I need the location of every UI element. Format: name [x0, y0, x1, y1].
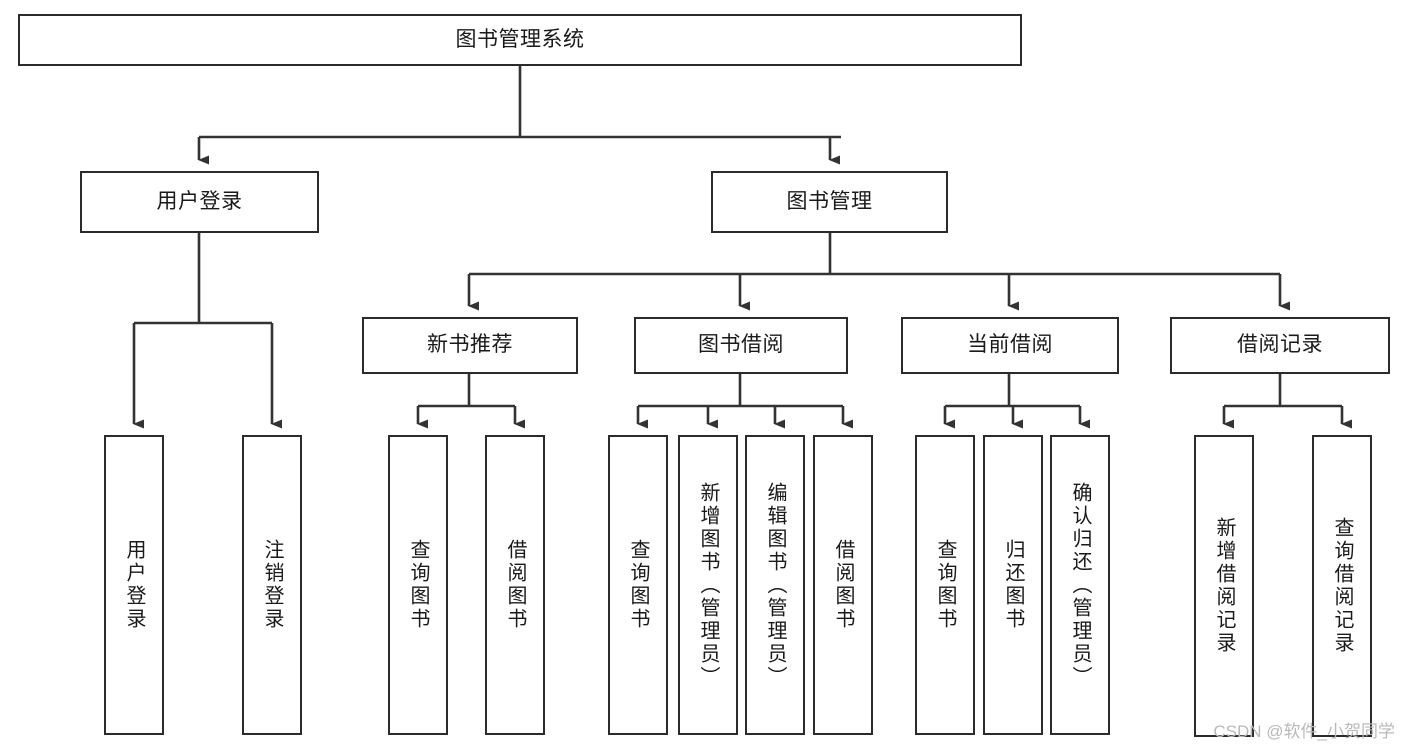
node-current-borrow[interactable]: 当前借阅 [901, 317, 1119, 374]
node-leaf-return-book-label: 归还图书 [1002, 539, 1024, 631]
node-leaf-borrow-book-label: 借阅图书 [832, 539, 854, 631]
node-leaf-query-record[interactable]: 查询借阅记录 [1312, 435, 1372, 737]
node-borrow-record-label: 借阅记录 [1237, 333, 1323, 357]
node-new-book-recommend[interactable]: 新书推荐 [362, 317, 578, 374]
node-leaf-logout-label: 注销登录 [261, 539, 283, 631]
node-leaf-user-login-label: 用户登录 [123, 539, 145, 631]
node-leaf-query-book-current-label: 查询图书 [934, 539, 956, 631]
node-user-login[interactable]: 用户登录 [80, 171, 319, 233]
node-book-borrow[interactable]: 图书借阅 [634, 317, 848, 374]
node-leaf-confirm-return-label: 确认归还（管理员） [1069, 481, 1091, 689]
node-leaf-query-book-borrow-label: 查询图书 [627, 539, 649, 631]
node-leaf-user-login[interactable]: 用户登录 [104, 435, 164, 735]
node-leaf-query-book-borrow[interactable]: 查询图书 [608, 435, 668, 735]
node-leaf-edit-book[interactable]: 编辑图书（管理员） [745, 435, 805, 735]
node-leaf-confirm-return[interactable]: 确认归还（管理员） [1050, 435, 1110, 735]
node-leaf-borrow-book-recommend[interactable]: 借阅图书 [485, 435, 545, 735]
node-book-management-label: 图书管理 [786, 189, 873, 213]
node-user-login-label: 用户登录 [156, 189, 243, 213]
node-leaf-edit-book-label: 编辑图书（管理员） [764, 481, 786, 689]
watermark-text: CSDN @软件_小贺同学 [1213, 722, 1395, 741]
node-leaf-query-book-recommend-label: 查询图书 [407, 539, 429, 631]
node-borrow-record[interactable]: 借阅记录 [1170, 317, 1390, 374]
node-leaf-add-record[interactable]: 新增借阅记录 [1194, 435, 1254, 737]
node-root[interactable]: 图书管理系统 [18, 14, 1022, 66]
node-leaf-query-book-current[interactable]: 查询图书 [915, 435, 975, 735]
node-leaf-add-book[interactable]: 新增图书（管理员） [678, 435, 738, 735]
node-book-borrow-label: 图书借阅 [698, 333, 784, 357]
node-leaf-query-record-label: 查询借阅记录 [1331, 517, 1353, 655]
node-leaf-borrow-book-recommend-label: 借阅图书 [504, 539, 526, 631]
node-leaf-add-record-label: 新增借阅记录 [1213, 517, 1235, 655]
node-leaf-query-book-recommend[interactable]: 查询图书 [388, 435, 448, 735]
node-book-management[interactable]: 图书管理 [711, 171, 948, 233]
node-leaf-logout[interactable]: 注销登录 [242, 435, 302, 735]
node-new-book-recommend-label: 新书推荐 [427, 333, 513, 357]
node-current-borrow-label: 当前借阅 [967, 333, 1053, 357]
node-leaf-add-book-label: 新增图书（管理员） [697, 481, 719, 689]
node-root-label: 图书管理系统 [455, 27, 585, 51]
node-leaf-return-book[interactable]: 归还图书 [983, 435, 1043, 735]
node-leaf-borrow-book[interactable]: 借阅图书 [813, 435, 873, 735]
